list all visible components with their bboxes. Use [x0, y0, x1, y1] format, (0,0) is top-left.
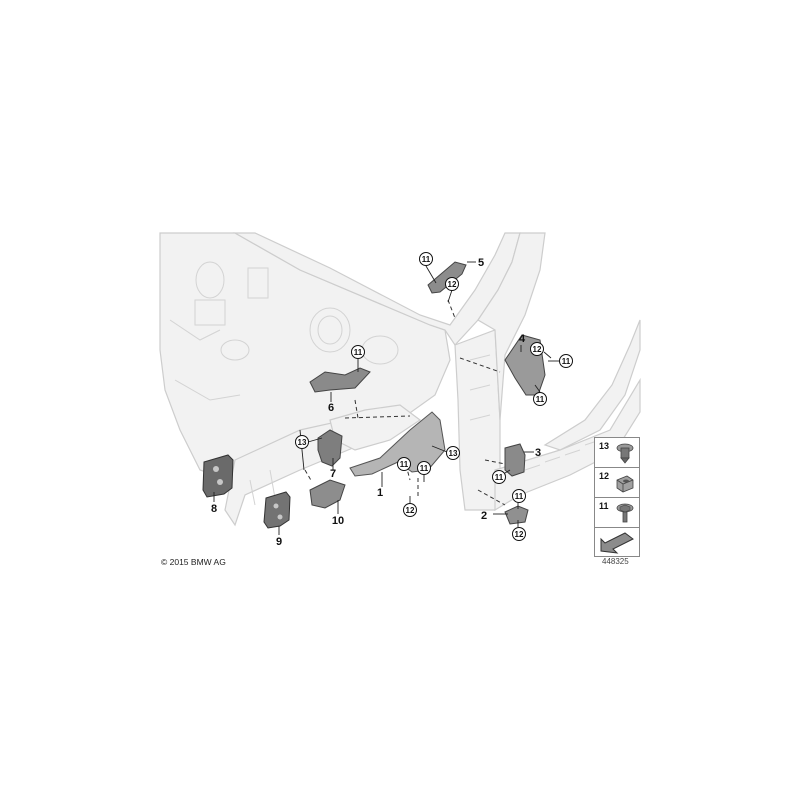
fastener-legend: 13 12 11 — [594, 437, 640, 557]
illustration-number: 448325 — [602, 557, 629, 566]
callout-12-d-label: 12 — [515, 530, 524, 539]
part-number-labels: 1 2 3 4 5 6 7 8 9 10 — [211, 257, 541, 548]
legend-number-11: 11 — [599, 501, 609, 511]
callout-12-c-label: 12 — [406, 506, 415, 515]
callout-11-a-label: 11 — [422, 255, 431, 264]
callout-11-f-label: 11 — [420, 464, 429, 473]
callout-12-a-label: 12 — [448, 280, 457, 289]
body-details — [169, 261, 601, 506]
part-8-plate — [202, 454, 234, 498]
legend-row-11: 11 — [595, 498, 639, 528]
circle-callouts: 11 12 12 11 11 11 13 13 11 11 12 11 11 1… — [295, 252, 573, 541]
legend-number-12: 12 — [599, 471, 610, 481]
part-label-2: 2 — [481, 510, 487, 522]
callout-11-e: 11 — [397, 457, 411, 471]
callout-11-c: 11 — [533, 392, 547, 406]
part-label-7: 7 — [330, 468, 336, 480]
callout-11-g: 11 — [492, 470, 506, 484]
part-5-bracket — [427, 261, 467, 294]
part-10-bracket — [309, 479, 346, 509]
callout-11-e-label: 11 — [400, 460, 409, 469]
callout-12-c: 12 — [403, 503, 417, 517]
callout-11-d-label: 11 — [354, 348, 363, 357]
callout-11-h-label: 11 — [515, 492, 524, 501]
callout-11-d: 11 — [351, 345, 365, 359]
part-8-holes — [213, 466, 223, 485]
part-1-strut — [349, 411, 446, 477]
callout-13-b-label: 13 — [449, 449, 458, 458]
part-7-bracket — [317, 429, 343, 467]
callout-12-b: 12 — [530, 342, 544, 356]
callout-13-b: 13 — [446, 446, 460, 460]
legend-direction-row — [595, 527, 639, 556]
callout-12-a: 12 — [445, 277, 459, 291]
callout-11-h: 11 — [512, 489, 526, 503]
part-label-3: 3 — [535, 447, 541, 459]
part-label-4: 4 — [519, 333, 526, 345]
legend-number-13: 13 — [599, 441, 610, 451]
callout-13-a-label: 13 — [298, 438, 307, 447]
part-2-bracket — [504, 505, 529, 525]
callout-12-b-label: 12 — [533, 345, 542, 354]
part-9-holes — [273, 503, 283, 520]
legend-row-13: 13 — [595, 438, 639, 468]
callout-11-a: 11 — [419, 252, 433, 266]
callout-12-d: 12 — [512, 527, 526, 541]
callout-11-c-label: 11 — [536, 395, 545, 404]
part-9-plate — [263, 491, 291, 529]
callout-11-b-label: 11 — [562, 357, 571, 366]
part-label-8: 8 — [211, 503, 217, 515]
callout-11-f: 11 — [417, 461, 431, 475]
part-6-bracket — [309, 367, 371, 393]
callout-11-b: 11 — [559, 354, 573, 368]
part-label-6: 6 — [328, 402, 334, 414]
part-label-10: 10 — [332, 515, 344, 527]
legend-row-12: 12 — [595, 468, 639, 498]
part-3-bracket — [504, 443, 526, 477]
part-label-5: 5 — [478, 257, 484, 269]
clip-nut-icon — [616, 443, 634, 464]
callout-13-a: 13 — [295, 435, 309, 449]
direction-arrow-icon — [600, 532, 634, 554]
hex-screw-icon — [616, 503, 634, 523]
sheet-nut-icon — [616, 475, 634, 493]
callout-11-g-label: 11 — [495, 473, 504, 482]
part-label-9: 9 — [276, 536, 282, 548]
part-label-1: 1 — [377, 487, 383, 499]
copyright-text: © 2015 BMW AG — [161, 557, 226, 567]
